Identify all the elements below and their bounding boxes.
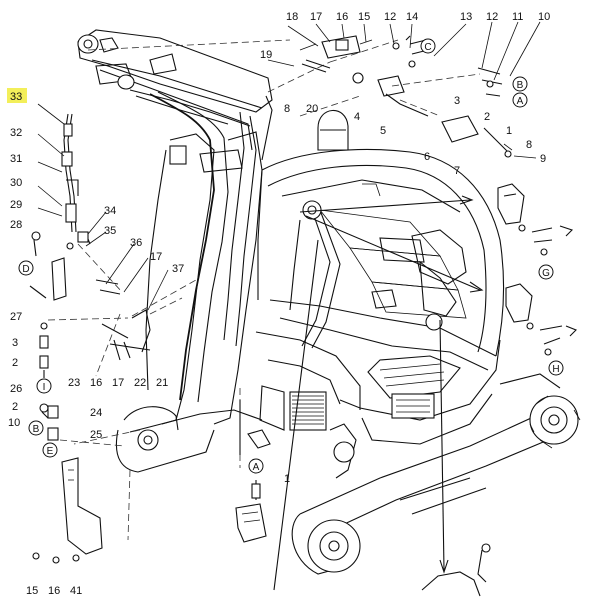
ref-marker-i: I (36, 378, 52, 394)
bottom-fitting (235, 480, 267, 543)
callout: 35 (104, 225, 116, 237)
leader-lines (47, 39, 484, 591)
callout: 10 (8, 417, 20, 429)
ref-marker-d: D (18, 260, 34, 276)
callout: 16 (48, 585, 60, 597)
callout: 13 (460, 11, 472, 23)
callout: 29 (10, 199, 22, 211)
callout: 11 (512, 11, 523, 23)
top-parts (299, 35, 512, 158)
callout: 10 (538, 11, 550, 23)
callout-numbers: 18 17 16 15 12 14 13 12 11 10 19 8 20 4 … (8, 11, 550, 597)
svg-text:H: H (552, 364, 559, 375)
dozer-blade (116, 406, 271, 473)
ref-marker-a: A (512, 92, 528, 108)
callout: 6 (424, 151, 430, 163)
svg-text:B: B (33, 424, 40, 435)
side-plate (32, 457, 103, 564)
callout: 1 (506, 125, 512, 137)
callout-highlight (7, 88, 27, 103)
ref-marker-b: B (512, 76, 528, 92)
ref-marker-h: H (548, 360, 564, 376)
callout: 34 (104, 205, 116, 217)
lower-frame (255, 331, 501, 479)
joystick-assemblies (497, 183, 577, 356)
callout: 19 (260, 49, 272, 61)
callout: 21 (156, 377, 168, 389)
callout: 37 (172, 263, 184, 275)
svg-text:A: A (517, 96, 524, 107)
bottom-valve (421, 543, 491, 597)
callout: 28 (10, 219, 22, 231)
upper-structure (257, 148, 505, 371)
callout: 16 (336, 11, 348, 23)
callout: 9 (540, 153, 546, 165)
callout: 32 (10, 127, 22, 139)
callout: 25 (90, 429, 102, 441)
callout: 1 (284, 473, 290, 485)
hose-bundle (149, 91, 273, 403)
ref-marker-b-left: B (28, 420, 44, 436)
callout: 14 (406, 11, 418, 23)
track-frame (291, 373, 581, 575)
callout: 20 (306, 103, 318, 115)
ref-marker-g: G (538, 264, 554, 280)
callout: 12 (384, 11, 396, 23)
callout: 30 (10, 177, 22, 189)
callout: 3 (454, 95, 460, 107)
svg-text:A: A (253, 462, 260, 473)
ref-marker-a-bottom: A (248, 458, 264, 474)
callout: 4 (354, 111, 360, 123)
callout: 3 (12, 337, 18, 349)
callout: 18 (286, 11, 298, 23)
callout: 2 (12, 401, 18, 413)
callout: 36 (130, 237, 142, 249)
callout: 8 (284, 103, 290, 115)
callout: 17 (112, 377, 124, 389)
callout: 27 (10, 311, 22, 323)
callout: 31 (10, 153, 22, 165)
callout: 7 (454, 165, 460, 177)
svg-text:I: I (43, 382, 46, 393)
callout: 22 (134, 377, 146, 389)
callout-leaders (37, 21, 541, 311)
ref-marker-e: E (42, 442, 58, 458)
ref-marker-c: C (420, 38, 436, 54)
callout-highlighted: 33 (10, 91, 22, 103)
svg-text:C: C (424, 42, 431, 53)
svg-text:E: E (47, 446, 54, 457)
callout: 15 (26, 585, 38, 597)
callout: 41 (70, 585, 82, 597)
callout: 2 (12, 357, 18, 369)
svg-text:G: G (542, 268, 550, 279)
callout: 15 (358, 11, 370, 23)
svg-text:D: D (22, 264, 29, 275)
callout: 17 (150, 251, 162, 263)
boom-arm (77, 29, 273, 151)
svg-text:B: B (517, 80, 524, 91)
callout: 16 (90, 377, 102, 389)
callout: 24 (90, 407, 102, 419)
callout: 8 (526, 139, 532, 151)
callout: 26 (10, 383, 22, 395)
callout: 23 (68, 377, 80, 389)
hose-fittings-left (29, 113, 151, 441)
callout: 12 (486, 11, 498, 23)
callout: 5 (380, 125, 386, 137)
callout: 2 (484, 111, 490, 123)
callout: 17 (310, 11, 322, 23)
